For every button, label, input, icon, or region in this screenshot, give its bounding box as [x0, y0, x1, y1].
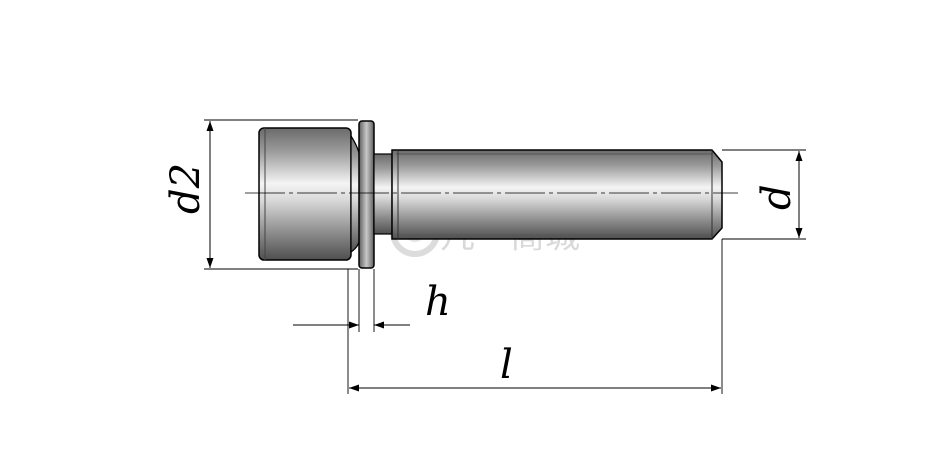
dimension-d2: d2	[163, 119, 358, 270]
threaded-shank	[391, 149, 723, 240]
dimension-l: l	[347, 239, 723, 394]
dimension-h: h	[293, 269, 451, 332]
label-l: l	[500, 342, 513, 388]
screw-head	[258, 127, 352, 261]
screw-neck	[373, 153, 393, 235]
screw-body	[258, 120, 723, 269]
label-d: d	[754, 184, 800, 210]
label-d2: d2	[163, 163, 209, 214]
washer	[358, 120, 375, 269]
dimension-d: d	[722, 149, 806, 240]
label-h: h	[425, 279, 451, 325]
